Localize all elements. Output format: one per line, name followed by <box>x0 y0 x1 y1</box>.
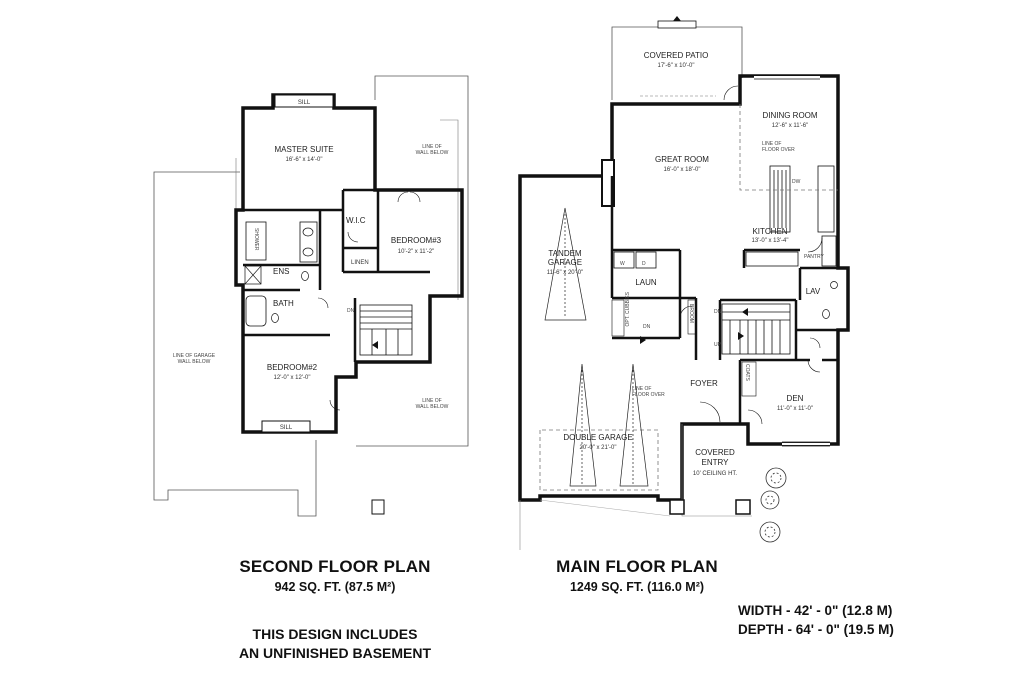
wall-below-note-2: WALL BELOW <box>416 150 449 156</box>
second-floor-stairs <box>359 304 413 356</box>
den-label: DEN <box>787 394 804 403</box>
great-room-dims: 16'-0" x 18'-0" <box>664 167 701 173</box>
floor-over-note-1: LINE OF <box>762 141 781 147</box>
wall-below-note-3: LINE OF <box>422 398 441 404</box>
kitchen-counters <box>745 165 837 267</box>
bedroom3-dims: 10'-2" x 11'-2" <box>398 249 434 255</box>
main-floor-stairs <box>721 303 791 355</box>
bedroom2-label: BEDROOM#2 <box>267 363 318 372</box>
depth-dimension: DEPTH - 64' - 0" (19.5 M) <box>738 622 894 637</box>
floor-over-dashed-line-2 <box>539 429 659 491</box>
washer-label: W <box>620 261 625 267</box>
covered-patio-dims: 17'-6" x 10'-0" <box>658 63 695 69</box>
second-floor-title: SECOND FLOOR PLAN <box>239 557 431 576</box>
double-garage-label: DOUBLE GARAGE <box>563 433 632 442</box>
dw-label: DW <box>792 179 801 185</box>
lav-label: LAV <box>806 287 821 296</box>
broom-label: BROOM <box>688 304 694 323</box>
width-dimension: WIDTH - 42' - 0" (12.8 M) <box>738 603 893 618</box>
coats-label: COATS <box>744 364 750 382</box>
main-floor-area: 1249 SQ. FT. (116.0 M²) <box>569 580 705 594</box>
floor-over-note-2: FLOOR OVER <box>762 147 795 153</box>
tandem-garage-label-2: GARAGE <box>548 258 582 267</box>
wall-below-outline <box>356 75 469 447</box>
laun-label: LAUN <box>635 278 657 287</box>
dryer-label: D <box>642 261 646 267</box>
covered-entry-label-1: COVERED <box>695 448 735 457</box>
tandem-garage-dims: 11'-6" x 20'-0" <box>547 270 583 276</box>
wall-below-note-4: WALL BELOW <box>416 404 449 410</box>
basement-note-line-2: AN UNFINISHED BASEMENT <box>238 645 432 661</box>
main-floor-title: MAIN FLOOR PLAN <box>556 557 718 576</box>
foyer-label: FOYER <box>690 379 718 388</box>
dn-label: DN <box>347 308 355 314</box>
tandem-garage-label-1: TANDEM <box>548 249 582 258</box>
wall-below-outline-inner <box>440 119 459 300</box>
dn-label-laundry: DN <box>643 324 651 330</box>
wic-label: W.I.C <box>346 216 366 225</box>
pantry-label: PANTRY <box>804 254 824 260</box>
bedroom2-dims: 12'-0" x 12'-0" <box>274 375 311 381</box>
den-dims: 11'-0" x 11'-0" <box>777 406 813 412</box>
kitchen-label: KITCHEN <box>752 227 787 236</box>
bedroom3-label: BEDROOM#3 <box>391 236 442 245</box>
basement-note-line-1: THIS DESIGN INCLUDES <box>252 626 418 642</box>
garage-wall-note-1: LINE OF GARAGE <box>173 353 216 359</box>
floor-over-dashed-line <box>739 104 838 191</box>
ens-label: ENS <box>273 267 289 276</box>
main-floor-exterior-walls <box>518 74 850 502</box>
bath-label: BATH <box>273 299 294 308</box>
dn-label-stairs: DN <box>714 309 722 315</box>
cubbies-label: OPT. CUBBIES <box>625 291 631 326</box>
kitchen-dims: 13'-0" x 13'-4" <box>752 238 789 244</box>
overall-dimensions: WIDTH - 42' - 0" (12.8 M) DEPTH - 64' - … <box>738 601 894 639</box>
main-floor-plan: COVERED PATIO 17'-6" x 10'-0" DINING ROO… <box>518 16 850 550</box>
double-garage-dims: 20'-0" x 21'-0" <box>580 445 617 451</box>
master-suite-dims: 16'-6" x 14'-0" <box>286 157 323 163</box>
floor-over-note-4: FLOOR OVER <box>632 392 665 398</box>
garage-wall-note-2: WALL BELOW <box>178 359 211 365</box>
covered-patio-label: COVERED PATIO <box>644 51 709 60</box>
linen-label: LINEN <box>351 260 369 266</box>
covered-entry-note: 10' CEILING HT. <box>693 471 737 477</box>
second-floor-area: 942 SQ. FT. (87.5 M²) <box>274 580 396 594</box>
second-floor-interior-walls <box>243 188 432 362</box>
garage-wall-below-outline <box>153 171 317 517</box>
great-room-label: GREAT ROOM <box>655 155 709 164</box>
covered-entry-label-2: ENTRY <box>702 458 730 467</box>
wall-below-note-1: LINE OF <box>422 144 441 150</box>
floor-over-note-3: LINE OF <box>632 386 651 392</box>
dining-room-label: DINING ROOM <box>762 111 817 120</box>
sill-bottom-label: SILL <box>280 425 293 431</box>
second-floor-exterior-walls <box>234 93 464 434</box>
second-floor-plan: MASTER SUITE 16'-6" x 14'-0" BEDROOM#3 1… <box>153 75 469 517</box>
shrubs <box>759 467 787 543</box>
dining-room-dims: 12'-6" x 11'-6" <box>772 123 808 129</box>
master-suite-label: MASTER SUITE <box>274 145 333 154</box>
up-label: UP <box>714 342 722 348</box>
shower-label: SHOWER <box>253 228 259 251</box>
sill-top-label: SILL <box>298 100 311 106</box>
